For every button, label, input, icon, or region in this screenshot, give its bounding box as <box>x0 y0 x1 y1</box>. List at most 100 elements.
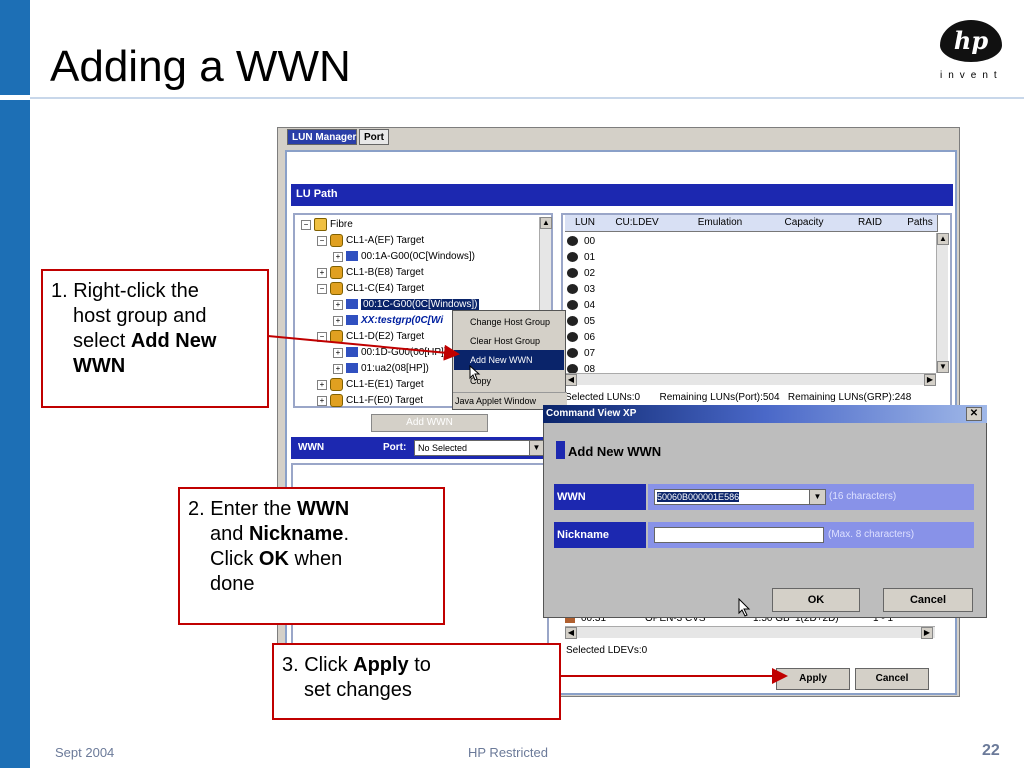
logo-tagline: invent <box>940 70 1003 81</box>
callout-text: and Nickname. <box>210 523 349 545</box>
lun-id: 07 <box>584 348 596 359</box>
expand-icon[interactable]: + <box>333 316 343 326</box>
app-cancel-button[interactable]: Cancel <box>855 668 929 690</box>
scroll-right-icon[interactable]: ▶ <box>924 374 936 386</box>
tree-item-port[interactable]: +CL1-F(E0) Target <box>317 394 423 408</box>
page-number: 22 <box>982 742 1000 759</box>
tree-item-port[interactable]: −CL1-D(E2) Target <box>317 330 424 344</box>
ldev-hscrollbar[interactable]: ◀ ▶ <box>565 626 935 639</box>
tree-item-host-group[interactable]: + XX:testgrp(0C[Wi <box>333 314 443 328</box>
lun-id: 08 <box>584 364 596 375</box>
lu-path-header: LU Path <box>291 184 953 206</box>
mouse-cursor-icon <box>469 365 481 381</box>
ldev-capacity: 1.50 GB <box>753 613 790 624</box>
tree-item-host-group[interactable]: +00:1A-G00(0C[Windows]) <box>333 250 475 264</box>
disk-icon <box>567 252 578 263</box>
wwn-input[interactable]: 50060B000001E586 ▼ <box>654 489 826 505</box>
tree-item-host-group[interactable]: +01:ua2(08[HP]) <box>333 362 429 376</box>
lun-id: 01 <box>584 252 596 263</box>
collapse-icon[interactable]: − <box>317 284 327 295</box>
port-icon <box>330 282 343 295</box>
tree-label: 00:1A-G00(0C[Windows]) <box>361 251 475 262</box>
add-wwn-button[interactable]: Add WWN <box>371 414 488 432</box>
tree-label: CL1-E(E1) Target <box>346 379 424 391</box>
lun-row[interactable]: 06 <box>567 330 595 345</box>
tree-item-host-group[interactable]: +00:1D-G00(00[HP]) <box>333 346 447 360</box>
ldev-row[interactable]: 00:31 OPEN-3 CVS 1.50 GB 1(2D+2D) 1 - 1 <box>565 612 935 626</box>
expand-icon[interactable]: + <box>317 396 327 407</box>
context-menu: Change Host Group Clear Host Group Add N… <box>452 310 567 410</box>
scroll-down-icon[interactable]: ▼ <box>937 361 949 373</box>
ldev-paths: 1 - 1 <box>873 613 894 624</box>
menu-item-add-new-wwn[interactable]: Add New WWN <box>454 350 564 370</box>
slide-side-bar-top <box>0 0 30 95</box>
port-icon <box>330 266 343 279</box>
callout-step-2: 2. Enter the WWN and Nickname. Click OK … <box>178 487 445 625</box>
dialog-cancel-button[interactable]: Cancel <box>883 588 973 612</box>
tree-label: CL1-C(E4) Target <box>346 283 425 295</box>
lun-row[interactable]: 01 <box>567 250 595 265</box>
tree-label: XX:testgrp(0C[Wi <box>361 315 444 326</box>
callout-step-1: 1. Right-click the host group and select… <box>41 269 269 408</box>
lun-row[interactable]: 04 <box>567 298 595 313</box>
lun-row[interactable]: 05 <box>567 314 595 329</box>
expand-icon[interactable]: + <box>317 380 327 391</box>
ok-button[interactable]: OK <box>772 588 860 612</box>
tree-label: CL1-D(E2) Target <box>346 331 425 343</box>
port-select[interactable]: No Selected ▼ <box>414 440 544 456</box>
chevron-down-icon[interactable]: ▼ <box>809 490 825 504</box>
lun-row[interactable]: 03 <box>567 282 595 297</box>
tree-item-host-group-selected[interactable]: +00:1C-G00(0C[Windows]) <box>333 298 480 312</box>
disk-icon <box>567 364 578 375</box>
close-icon[interactable]: ✕ <box>966 407 982 421</box>
expand-icon[interactable]: + <box>333 348 343 358</box>
lun-row[interactable]: 02 <box>567 266 595 281</box>
tab-lun-manager[interactable]: LUN Manager <box>287 129 357 145</box>
scroll-right-icon[interactable]: ▶ <box>921 627 933 639</box>
scroll-up-icon[interactable]: ▲ <box>540 217 552 229</box>
scroll-up-icon[interactable]: ▲ <box>937 233 949 245</box>
lun-row[interactable]: 08 <box>567 362 595 377</box>
tree-item-port[interactable]: − CL1-C(E4) Target <box>317 282 424 296</box>
remaining-luns-port: Remaining LUNs(Port):504 <box>659 392 780 403</box>
tree-item-fibre[interactable]: −Fibre <box>301 218 353 232</box>
grid-hscrollbar[interactable]: ◀ ▶ <box>565 373 936 386</box>
host-group-icon <box>346 347 358 358</box>
expand-icon[interactable]: + <box>317 268 327 279</box>
menu-item-change-host-group[interactable]: Change Host Group <box>470 317 551 327</box>
wwn-label: WWN <box>298 442 325 453</box>
tree-item-port[interactable]: +CL1-B(E8) Target <box>317 266 424 280</box>
expand-icon[interactable]: + <box>333 300 343 310</box>
collapse-icon[interactable]: − <box>301 220 311 231</box>
chevron-down-icon[interactable]: ▼ <box>529 441 543 455</box>
tree-label: 00:1D-G00(00[HP]) <box>361 347 448 358</box>
tree-item-port[interactable]: + CL1-E(E1) Target <box>317 378 424 392</box>
menu-item-copy[interactable]: Copy <box>470 376 492 386</box>
slide-title: Adding a WWN <box>50 42 351 91</box>
applet-window-label: Java Applet Window <box>453 392 567 409</box>
lun-row[interactable]: 00 <box>567 234 595 249</box>
port-icon <box>330 234 343 247</box>
lun-status-bar: Selected LUNs:0 Remaining LUNs(Port):504… <box>565 392 911 403</box>
nickname-hint: (Max. 8 characters) <box>828 529 915 540</box>
callout-text: host group and <box>73 305 207 327</box>
grid-vscrollbar[interactable]: ▲ ▼ <box>936 233 949 373</box>
folder-icon <box>314 218 327 231</box>
scroll-left-icon[interactable]: ◀ <box>565 627 577 639</box>
nickname-input[interactable] <box>654 527 824 543</box>
grid-header-paths[interactable]: Paths <box>903 215 938 232</box>
port-label: Port: <box>383 442 407 453</box>
expand-icon[interactable]: + <box>333 252 343 262</box>
selected-luns: Selected LUNs:0 <box>565 392 641 403</box>
callout-text: set changes <box>304 679 412 701</box>
disk-icon <box>567 268 578 279</box>
tab-port[interactable]: Port <box>359 129 389 145</box>
footer-classification: HP Restricted <box>468 745 548 760</box>
expand-icon[interactable]: + <box>333 364 343 374</box>
menu-item-clear-host-group[interactable]: Clear Host Group <box>470 336 541 346</box>
arrow-to-menu <box>267 335 460 361</box>
collapse-icon[interactable]: − <box>317 236 327 247</box>
lun-row[interactable]: 07 <box>567 346 595 361</box>
port-icon <box>330 394 343 407</box>
tree-item-port[interactable]: −CL1-A(EF) Target <box>317 234 424 248</box>
